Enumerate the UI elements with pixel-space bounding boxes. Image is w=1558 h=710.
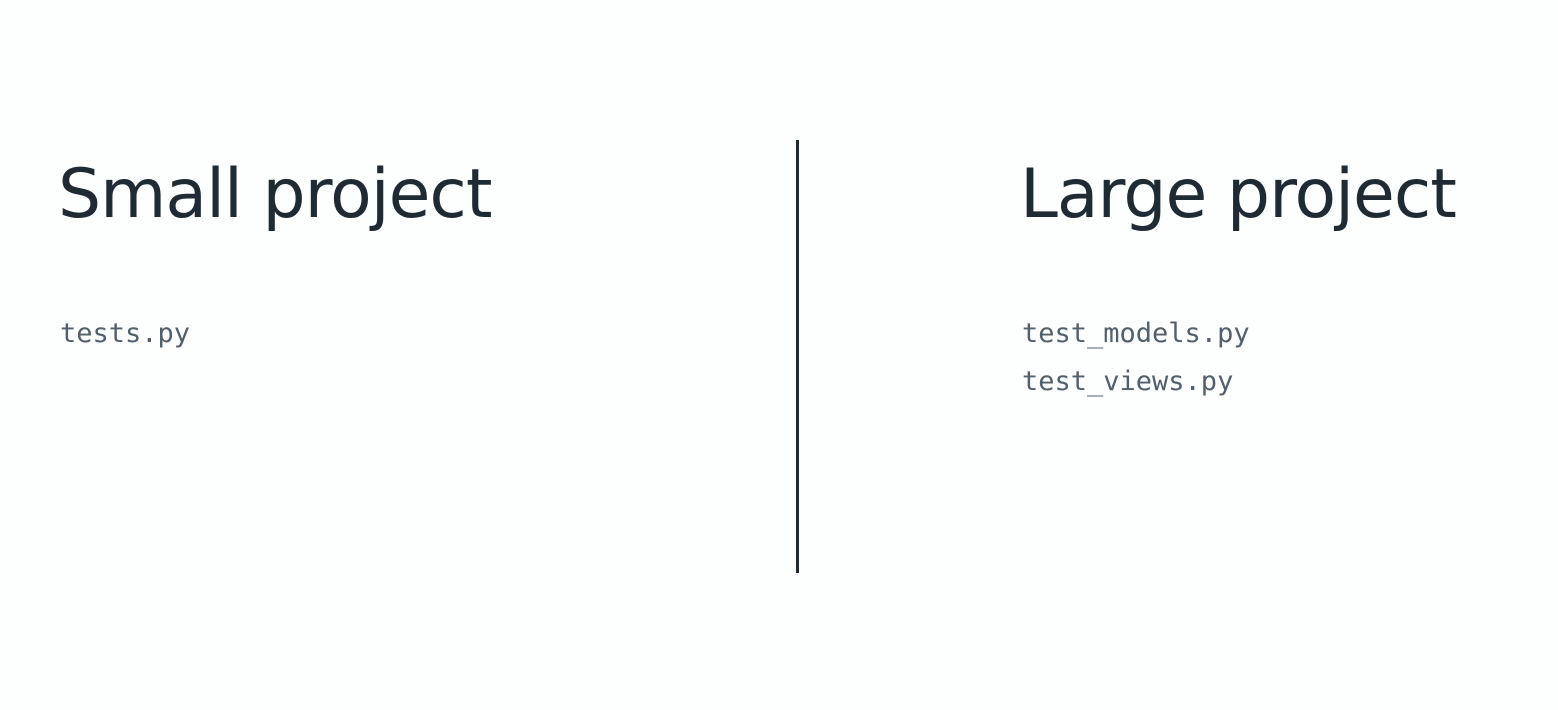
small-project-title: Small project: [58, 155, 492, 234]
small-project-file-list: tests.py: [60, 310, 190, 358]
file-name: tests.py: [60, 318, 191, 349]
file-name: test_views.py: [1022, 366, 1234, 397]
large-project-title: Large project: [1020, 155, 1457, 234]
vertical-divider: [796, 140, 799, 573]
large-project-file-list: test_models.py test_views.py: [1022, 310, 1250, 406]
file-name: test_models.py: [1022, 318, 1250, 349]
